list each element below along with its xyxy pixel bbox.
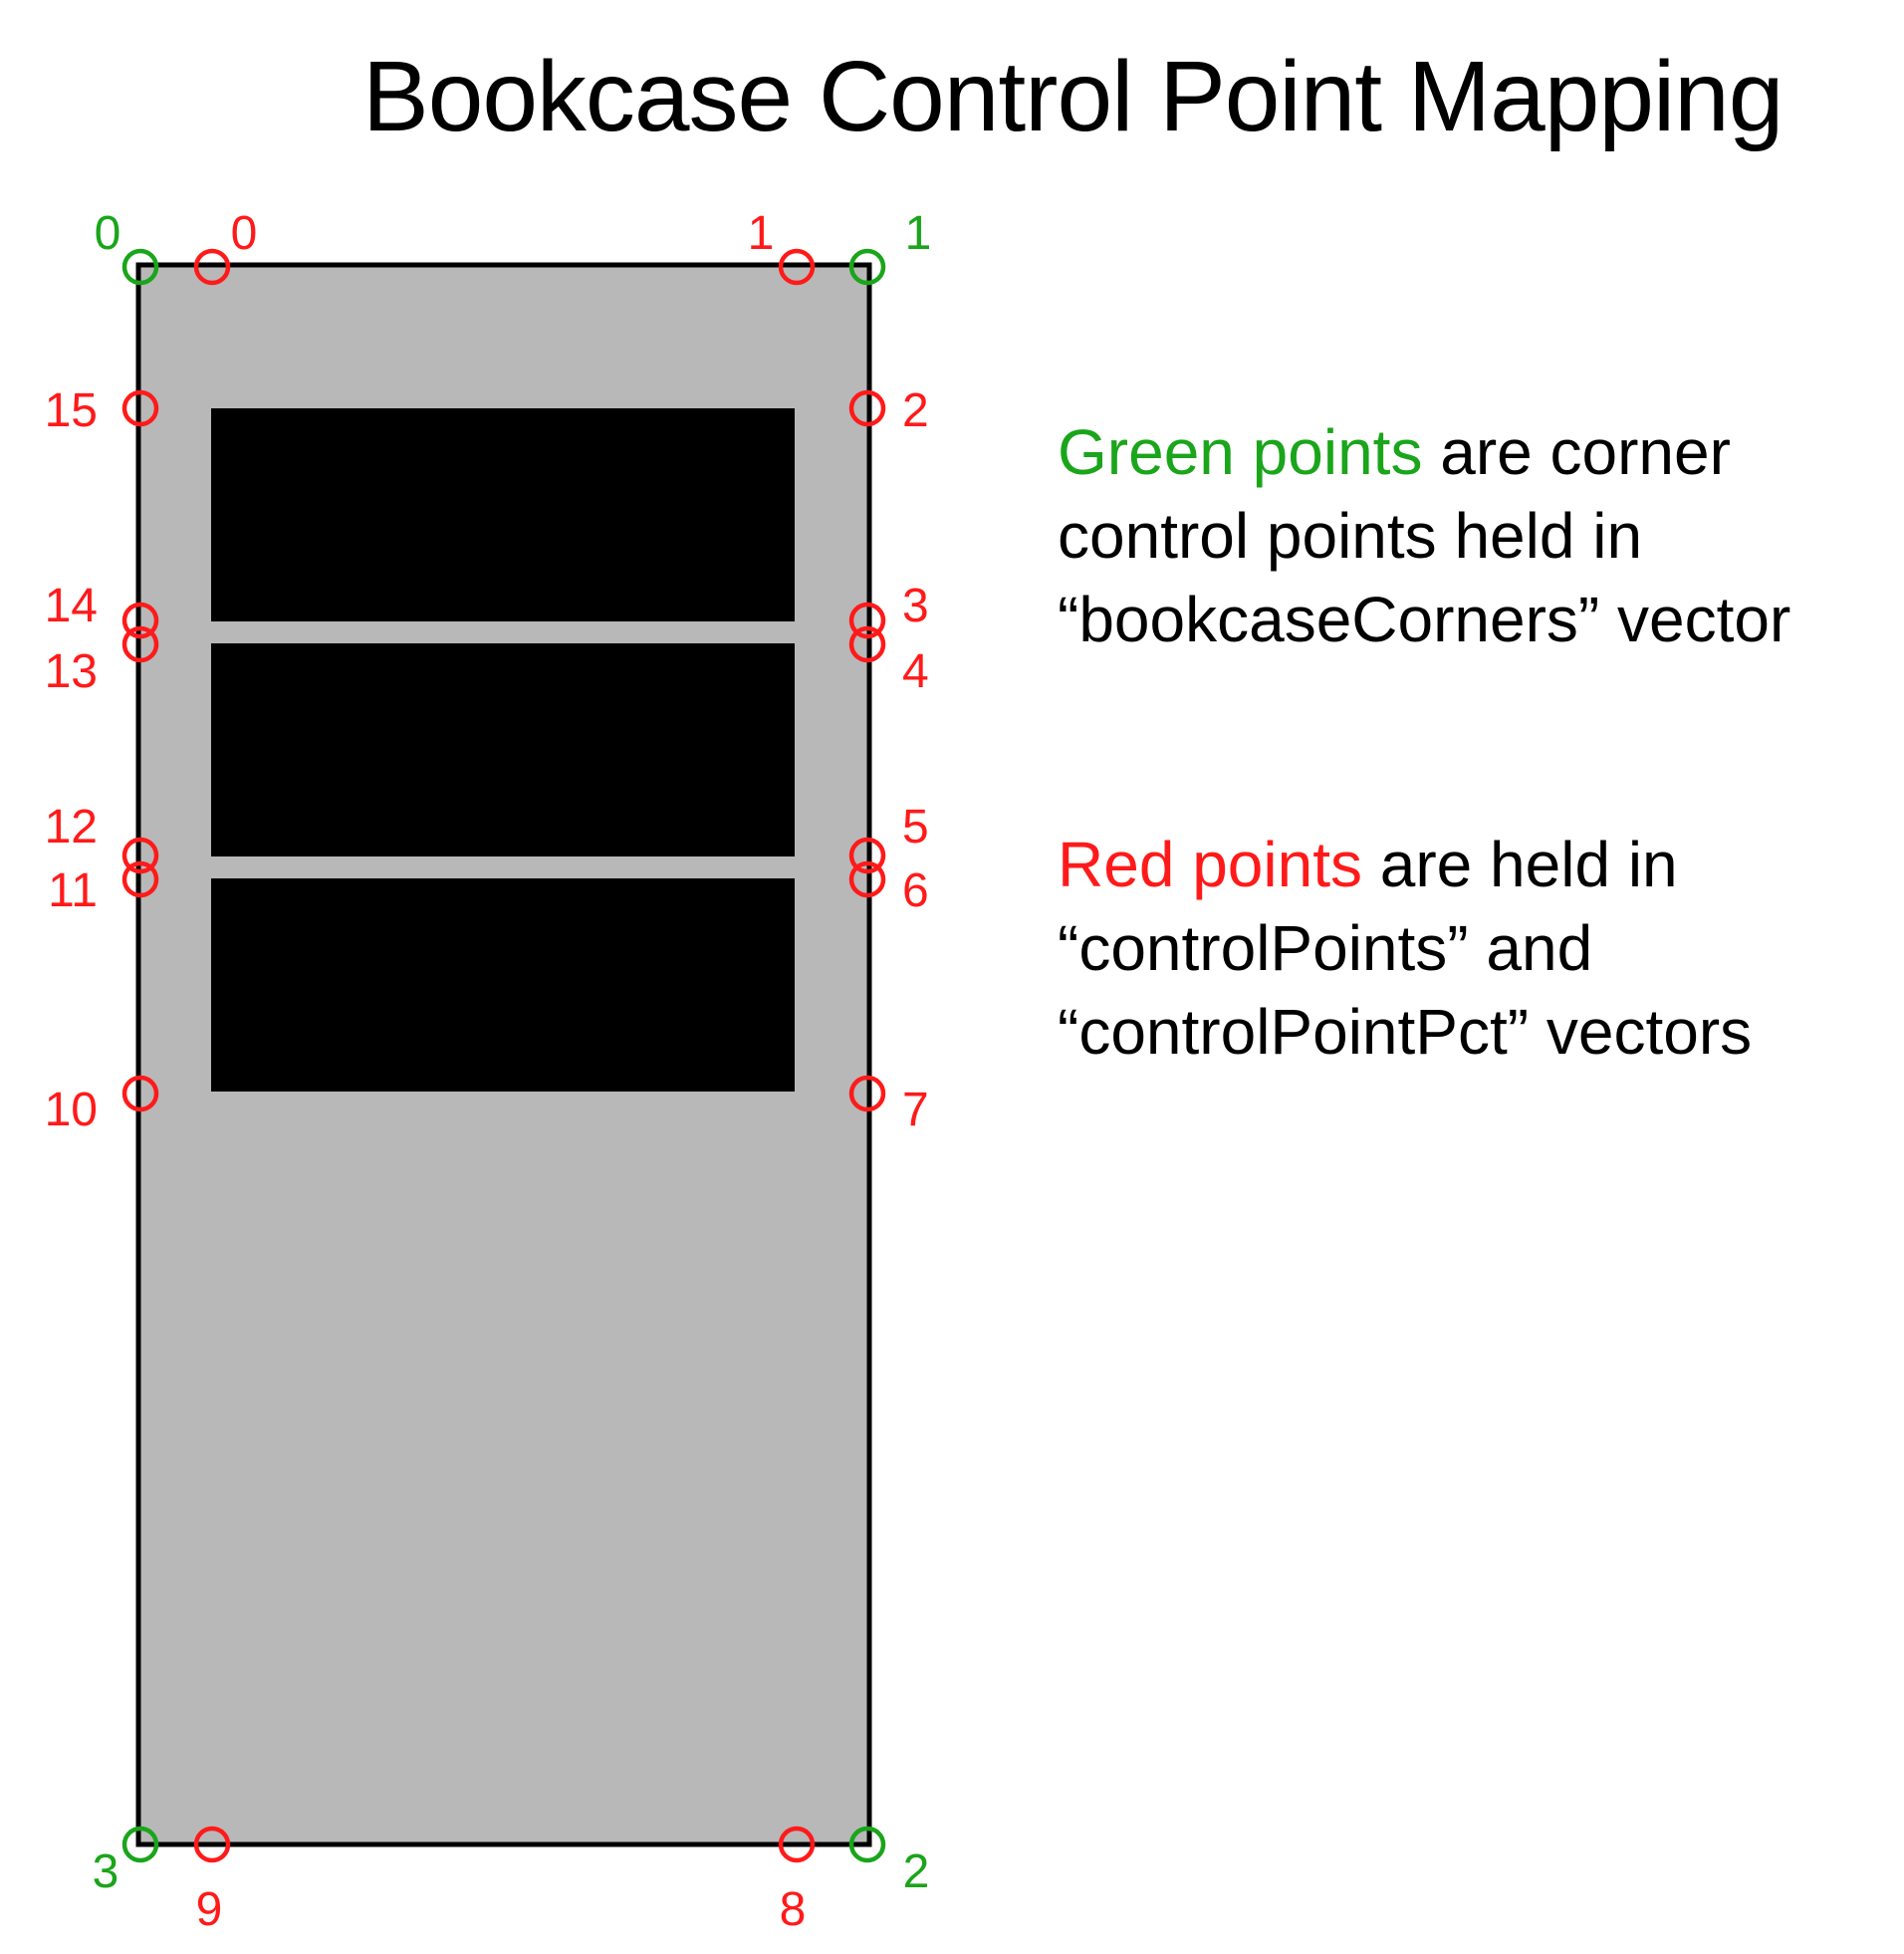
red-point-2-label: 2 — [902, 384, 929, 437]
red-points-legend: Red points are held in “controlPoints” a… — [1058, 823, 1814, 1074]
shelf-3 — [211, 878, 795, 1092]
red-point-5-label: 5 — [902, 801, 929, 854]
red-point-4-marker — [848, 625, 886, 663]
red-point-14-label: 14 — [45, 580, 98, 632]
red-point-13-label: 13 — [45, 645, 98, 698]
red-point-7-marker — [848, 1075, 886, 1112]
red-point-1-marker — [778, 248, 816, 286]
green-point-0-label: 0 — [95, 207, 121, 260]
red-point-11-label: 11 — [48, 864, 98, 917]
red-point-3-label: 3 — [902, 580, 929, 632]
green-point-1-label: 1 — [905, 207, 932, 260]
red-point-15-label: 15 — [45, 384, 98, 437]
red-point-10-label: 10 — [45, 1084, 98, 1136]
red-point-2-marker — [848, 389, 886, 427]
red-points-highlight: Red points — [1058, 829, 1362, 900]
shelf-2 — [211, 643, 795, 856]
diagram-title: Bookcase Control Point Mapping — [362, 41, 1784, 152]
green-point-2-label: 2 — [903, 1845, 930, 1898]
red-point-14-marker — [121, 602, 159, 639]
red-point-10-marker — [121, 1075, 159, 1112]
red-point-12-label: 12 — [45, 801, 98, 854]
red-point-8-marker — [778, 1826, 816, 1863]
green-points-highlight: Green points — [1058, 416, 1423, 488]
red-point-1-label: 1 — [748, 207, 775, 260]
red-point-0-label: 0 — [231, 207, 258, 260]
green-point-3-label: 3 — [93, 1845, 119, 1898]
red-point-0-marker — [193, 248, 231, 286]
green-points-description: are corner control points held in “bookc… — [1058, 416, 1791, 655]
red-point-15-marker — [121, 389, 159, 427]
green-point-1-marker — [848, 248, 886, 286]
green-point-0-marker — [121, 248, 159, 286]
red-points-description: are held in “controlPoints” and “control… — [1058, 829, 1753, 1068]
red-point-9-marker — [193, 1826, 231, 1863]
red-point-4-label: 4 — [902, 645, 929, 698]
green-point-3-marker — [121, 1826, 159, 1863]
green-point-2-marker — [848, 1826, 886, 1863]
red-point-13-marker — [121, 625, 159, 663]
red-point-7-label: 7 — [902, 1084, 929, 1136]
red-point-5-marker — [848, 837, 886, 874]
red-point-12-marker — [121, 837, 159, 874]
red-point-3-marker — [848, 602, 886, 639]
red-point-9-label: 9 — [196, 1883, 223, 1936]
green-points-legend: Green points are corner control points h… — [1058, 410, 1814, 661]
shelf-1 — [211, 408, 795, 621]
red-point-6-label: 6 — [902, 864, 929, 917]
red-point-6-marker — [848, 860, 886, 898]
red-point-11-marker — [121, 860, 159, 898]
red-point-8-label: 8 — [780, 1883, 807, 1936]
